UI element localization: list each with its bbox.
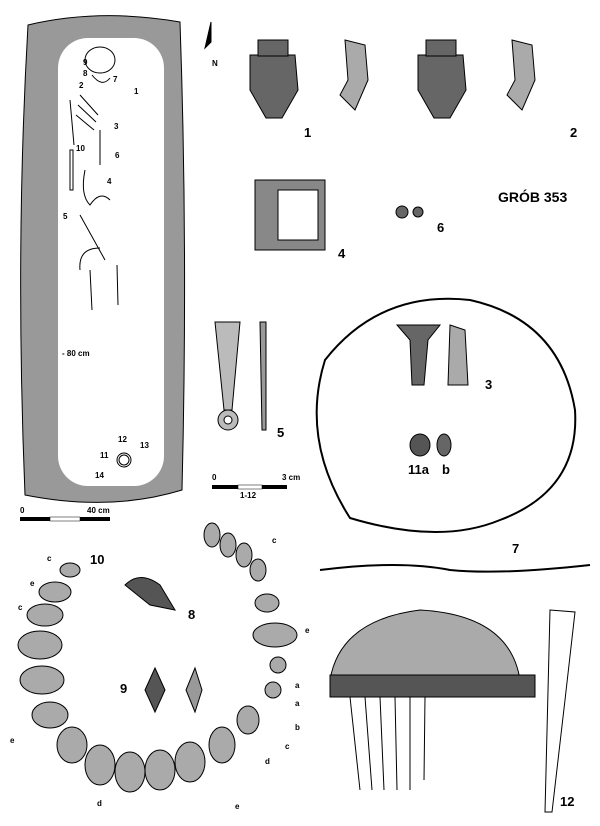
find-label-11b: b xyxy=(442,462,450,477)
plan-label-11: 11 xyxy=(100,451,109,460)
plan-label-9: 9 xyxy=(83,58,88,67)
plan-scale-start: 0 xyxy=(20,506,25,515)
find-label-11a: 11a xyxy=(408,462,429,477)
bead-letter: e xyxy=(30,579,35,588)
bead-letter: c xyxy=(47,554,52,563)
plan-label-14: 14 xyxy=(95,471,104,480)
find-label-3: 3 xyxy=(485,377,493,392)
north-label: N xyxy=(212,59,218,68)
find-label-12: 12 xyxy=(560,794,575,809)
find-label-9: 9 xyxy=(120,681,128,696)
bead-letter: a xyxy=(295,681,300,690)
brooch-drawings xyxy=(214,39,536,457)
plan-label-6: 6 xyxy=(115,151,120,160)
scale-end: 3 cm xyxy=(282,473,301,482)
bead-letter: d xyxy=(265,757,270,766)
depth-label: - 80 cm xyxy=(62,349,90,358)
find-label-8: 8 xyxy=(188,607,196,622)
bead-letter: a xyxy=(295,699,300,708)
north-arrow-icon xyxy=(204,21,212,50)
find-label-4: 4 xyxy=(338,246,346,261)
plan-label-7: 7 xyxy=(113,75,118,84)
scale-range: 1-12 xyxy=(240,491,257,500)
plan-label-1: 1 xyxy=(134,87,139,96)
bead-necklace-drawing xyxy=(17,522,298,793)
plan-label-8: 8 xyxy=(83,69,88,78)
find-label-6: 6 xyxy=(437,220,445,235)
bead-letter: c xyxy=(272,536,277,545)
bead-letter: b xyxy=(295,723,300,732)
find-label-7: 7 xyxy=(512,541,520,556)
find-label-5: 5 xyxy=(277,425,285,440)
bead-letter: e xyxy=(235,802,240,811)
find-label-10: 10 xyxy=(90,552,105,567)
plate-title: GRÓB 353 xyxy=(498,189,568,205)
skeleton-drawing xyxy=(69,46,132,468)
scale-start: 0 xyxy=(212,473,217,482)
bead-letter: c xyxy=(18,603,23,612)
plan-scale-end: 40 cm xyxy=(87,506,110,515)
neck-ring-drawing xyxy=(315,297,577,533)
comb-drawing xyxy=(329,609,576,813)
find-label-2: 2 xyxy=(570,125,578,140)
plan-label-2: 2 xyxy=(79,81,84,90)
plan-label-13: 13 xyxy=(140,441,149,450)
bead-letter: d xyxy=(97,799,102,808)
plan-label-10: 10 xyxy=(76,144,85,153)
plan-label-4: 4 xyxy=(107,177,112,186)
plan-label-5: 5 xyxy=(63,212,68,221)
bead-letter: e xyxy=(10,736,15,745)
find-label-1: 1 xyxy=(304,125,312,140)
bead-letter: c xyxy=(285,742,290,751)
plan-label-12: 12 xyxy=(118,435,127,444)
bead-letter: e xyxy=(305,626,310,635)
grave-inner xyxy=(58,38,164,486)
plan-label-3: 3 xyxy=(114,122,119,131)
